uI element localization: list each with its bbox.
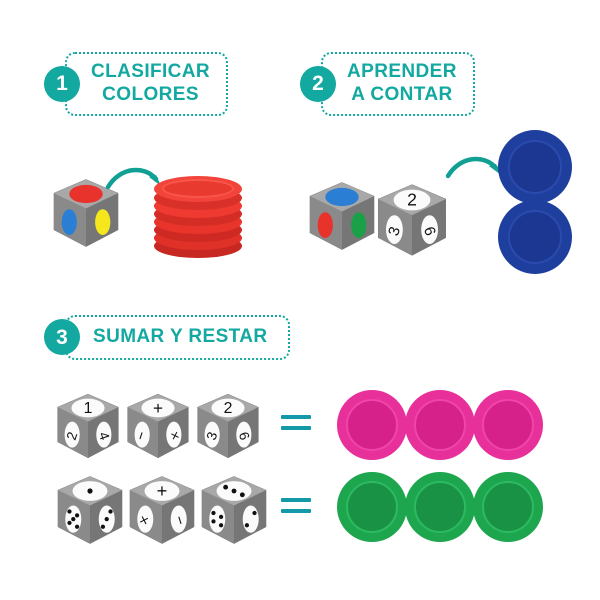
chip-pink-inner bbox=[346, 399, 398, 451]
chip-pink-inner bbox=[482, 399, 534, 451]
section-1-title-line1: CLASIFICAR bbox=[91, 61, 211, 82]
color-face-top-blue bbox=[325, 187, 359, 207]
number-die-svg: 2 3 6 bbox=[197, 393, 259, 459]
chip-red-disc-top-inner bbox=[162, 179, 234, 198]
chip-green bbox=[473, 472, 543, 542]
operator-die-svg: + × − bbox=[129, 476, 195, 544]
chip-green bbox=[405, 472, 475, 542]
color-die-section1 bbox=[48, 175, 124, 251]
step-badge-3: 3 bbox=[44, 319, 80, 356]
chip-pink bbox=[405, 390, 475, 460]
color-face-left-red bbox=[317, 212, 333, 239]
die-top-value: 1 bbox=[84, 400, 93, 417]
die-left-value: 2 bbox=[64, 430, 81, 442]
step-badge-1: 1 bbox=[44, 65, 80, 102]
die-top-value: 2 bbox=[224, 400, 233, 417]
arrow-section2-icon bbox=[444, 152, 506, 186]
color-face-right-yellow bbox=[95, 209, 111, 236]
operator-die-r1-c2: + − × bbox=[122, 390, 194, 462]
equals-bar bbox=[281, 498, 311, 502]
number-die-section2: 2 3 6 bbox=[372, 180, 452, 260]
chip-green bbox=[337, 472, 407, 542]
color-die-svg bbox=[53, 179, 119, 247]
section-3-label: SUMAR Y RESTAR bbox=[65, 315, 290, 360]
section-2-title-line2: A CONTAR bbox=[351, 83, 453, 105]
equals-bar bbox=[281, 509, 311, 513]
die-left-value: 3 bbox=[204, 430, 221, 442]
chip-pink bbox=[337, 390, 407, 460]
chip-pink-inner bbox=[414, 399, 466, 451]
color-face-right-green bbox=[351, 212, 367, 239]
section-1-label: CLASIFICAR COLORES bbox=[65, 52, 229, 116]
chip-green-inner bbox=[414, 481, 466, 533]
die-right-value: 6 bbox=[236, 430, 253, 442]
color-die-section2 bbox=[304, 178, 380, 254]
chip-green-inner bbox=[482, 481, 534, 533]
number-die-r1-c3: 2 3 6 bbox=[192, 390, 264, 462]
chip-blue bbox=[498, 200, 572, 274]
section-3-header: 3 SUMAR Y RESTAR bbox=[44, 315, 290, 360]
color-die-svg bbox=[309, 182, 375, 250]
equals-sign-row2 bbox=[281, 498, 311, 513]
chip-stack-red bbox=[152, 172, 244, 260]
equals-sign-row1 bbox=[281, 415, 311, 430]
number-die-r1-c1: 1 2 4 bbox=[52, 390, 124, 462]
section-1-title-line2: COLORES bbox=[102, 83, 199, 105]
section-2-title-line1: APRENDER bbox=[347, 61, 457, 82]
number-die-top-value: 2 bbox=[407, 190, 417, 210]
pip-die-svg bbox=[201, 476, 267, 544]
operator-die-svg: + − × bbox=[127, 393, 189, 459]
section-2-label: APRENDER A CONTAR bbox=[321, 52, 475, 116]
operator-die-r2-c2: + × − bbox=[124, 472, 200, 548]
pip-die-svg bbox=[57, 476, 123, 544]
chip-blue bbox=[498, 130, 572, 204]
chip-green-inner bbox=[346, 481, 398, 533]
pip-die-r2-c1 bbox=[52, 472, 128, 548]
number-die-svg: 1 2 4 bbox=[57, 393, 119, 459]
chip-pink bbox=[473, 390, 543, 460]
section-2-header: 2 APRENDER A CONTAR bbox=[300, 52, 475, 116]
equals-bar bbox=[281, 426, 311, 430]
number-die-svg: 2 3 6 bbox=[378, 184, 446, 256]
section-1-header: 1 CLASIFICAR COLORES bbox=[44, 52, 229, 116]
section-3-title: SUMAR Y RESTAR bbox=[93, 326, 268, 347]
chip-blue-inner bbox=[507, 139, 563, 195]
equals-bar bbox=[281, 415, 311, 419]
color-face-top-red bbox=[69, 184, 103, 204]
step-badge-2: 2 bbox=[300, 65, 336, 102]
die-top-value: + bbox=[153, 398, 163, 418]
die-top-value: + bbox=[157, 480, 168, 501]
chip-blue-inner bbox=[507, 209, 563, 265]
color-face-left-blue bbox=[61, 209, 77, 236]
pip-die-r2-c3 bbox=[196, 472, 272, 548]
